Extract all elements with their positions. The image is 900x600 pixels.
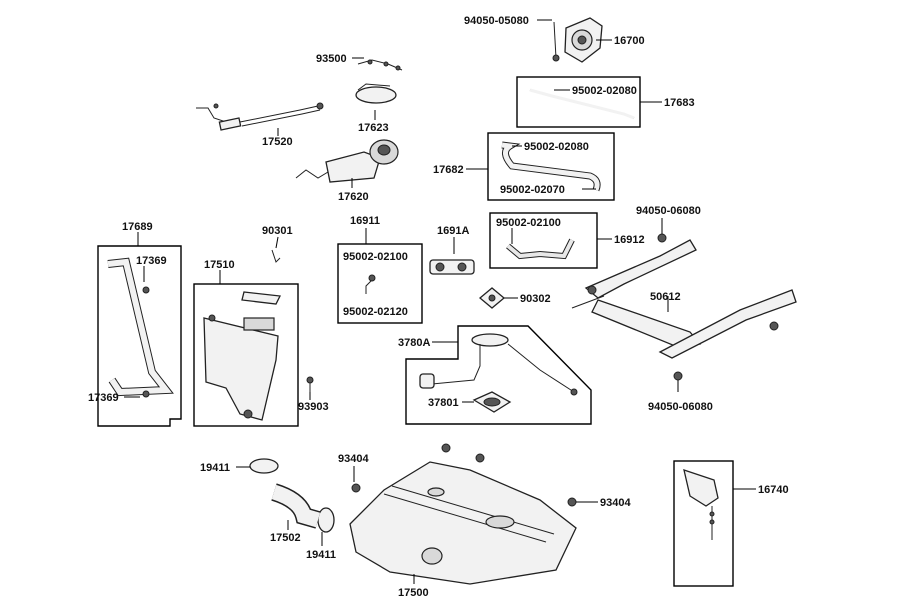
label-37801: 37801 <box>428 397 459 409</box>
label-95002-02100-a: 95002-02100 <box>496 217 561 229</box>
part-50612 <box>571 233 797 381</box>
label-17623: 17623 <box>358 122 389 134</box>
label-95002-02070: 95002-02070 <box>500 184 565 196</box>
group-box-16911 <box>337 243 423 324</box>
part-17500 <box>349 461 577 585</box>
group-box-16740 <box>673 460 734 587</box>
label-3780A: 3780A <box>398 337 430 349</box>
label-17682: 17682 <box>433 164 464 176</box>
label-16911: 16911 <box>350 215 380 227</box>
part-17520 <box>196 102 324 131</box>
label-19411-b: 19411 <box>306 549 336 561</box>
part-1691A <box>429 259 475 275</box>
label-16740: 16740 <box>758 484 789 496</box>
label-94050-06080-a: 94050-06080 <box>636 205 701 217</box>
part-90301 <box>271 249 281 263</box>
leader-lines <box>124 19 756 584</box>
label-50612: 50612 <box>650 291 681 303</box>
part-16700 <box>552 17 603 63</box>
label-17502: 17502 <box>270 532 301 544</box>
group-box-17682 <box>487 132 615 201</box>
label-17689: 17689 <box>122 221 153 233</box>
part-16911 <box>365 274 376 294</box>
label-90302: 90302 <box>520 293 551 305</box>
part-93500 <box>357 59 403 71</box>
label-95002-02080-a: 95002-02080 <box>572 85 637 97</box>
label-93500: 93500 <box>316 53 347 65</box>
label-19411-a: 19411 <box>200 462 230 474</box>
part-93903 <box>306 376 314 392</box>
part-16912 <box>506 238 575 260</box>
part-17510 <box>203 291 281 421</box>
part-3780A <box>419 333 578 396</box>
label-93404-a: 93404 <box>338 453 369 465</box>
part-17689 <box>107 257 174 398</box>
label-17620: 17620 <box>338 191 369 203</box>
label-17510: 17510 <box>204 259 235 271</box>
label-16700: 16700 <box>614 35 645 47</box>
part-17682 <box>501 141 601 192</box>
label-16912: 16912 <box>614 234 645 246</box>
part-93404-bolts <box>351 443 577 507</box>
part-17620 <box>295 139 399 183</box>
label-17369-b: 17369 <box>88 392 119 404</box>
label-93404-b: 93404 <box>600 497 631 509</box>
label-17520: 17520 <box>262 136 293 148</box>
label-95002-02100-b: 95002-02100 <box>343 251 408 263</box>
part-17502 <box>271 483 321 529</box>
part-17623 <box>355 83 397 104</box>
part-90302 <box>478 287 506 309</box>
label-90301: 90301 <box>262 225 293 237</box>
label-94050-06080-b: 94050-06080 <box>648 401 713 413</box>
part-16740 <box>683 469 719 540</box>
group-box-17689 <box>97 245 182 427</box>
part-17683 <box>529 88 635 120</box>
label-94050-05080-top: 94050-05080 <box>464 15 529 27</box>
label-17369-a: 17369 <box>136 255 167 267</box>
label-17683: 17683 <box>664 97 695 109</box>
label-93903: 93903 <box>298 401 329 413</box>
group-box-17510 <box>193 283 299 427</box>
label-95002-02120: 95002-02120 <box>343 306 408 318</box>
group-box-3780A <box>405 325 592 425</box>
part-19411-a <box>249 458 279 474</box>
label-1691A: 1691A <box>437 225 469 237</box>
label-95002-02080-b: 95002-02080 <box>524 141 589 153</box>
part-37801 <box>472 391 512 413</box>
label-17500: 17500 <box>398 587 429 599</box>
group-box-16912 <box>489 212 598 269</box>
